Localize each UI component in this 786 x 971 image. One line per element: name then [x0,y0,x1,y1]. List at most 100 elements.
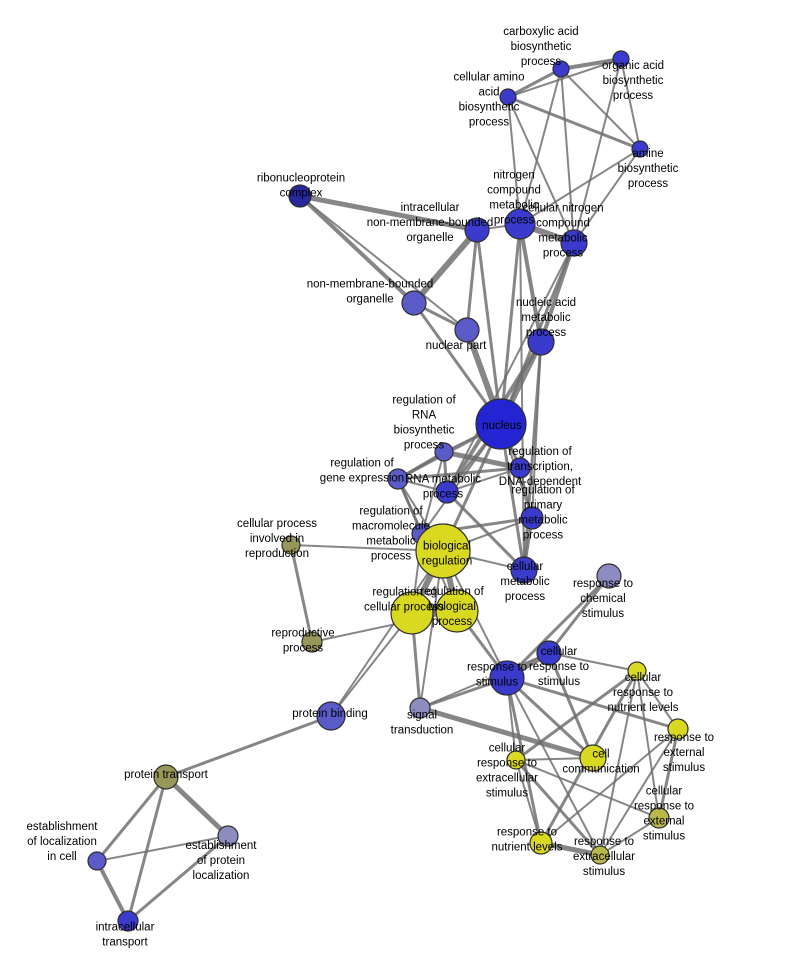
node-rext[interactable] [667,718,689,740]
edge-ptrans-elcell [95,776,168,862]
edge-crstim-crnut [548,652,638,672]
node-label-ptrans: protein transport [124,769,209,781]
node-signal[interactable] [409,697,431,719]
node-rrna[interactable] [434,442,454,462]
node-pbind[interactable] [316,701,346,731]
node-crnut[interactable] [627,661,647,681]
edge-crnut-rext [636,670,679,730]
node-nucleus[interactable] [475,398,527,450]
node-itrans[interactable] [117,910,139,932]
edge-rchem-rstim [505,574,611,680]
node-rmet[interactable] [435,480,459,504]
node-rstim[interactable] [489,660,525,696]
node-cpr[interactable] [281,535,301,555]
edge-crextra-rnut [515,759,542,844]
edge-cam-cnit [507,96,575,244]
edge-rmet-cmet [445,490,526,572]
node-nmb[interactable] [401,290,427,316]
edge-rrna-rtrans [443,449,521,471]
node-elcell[interactable] [87,851,107,871]
node-nit[interactable] [504,208,536,240]
edge-nit-nucleus [499,223,522,425]
node-crextra[interactable] [506,750,526,770]
node-amine[interactable] [631,140,649,158]
node-rextra[interactable] [590,845,610,865]
edge-rextra-crext [599,817,660,856]
node-crstim[interactable] [536,640,562,666]
edge-crnut-crextra [515,669,638,762]
edge-crnut-crext [636,670,660,819]
node-crext[interactable] [648,807,670,829]
edge-ptrans-eploc [164,775,230,838]
node-bioreg[interactable] [415,523,471,579]
edge-rstim-rextra [506,677,601,856]
edge-cam-amine [507,95,641,151]
edge-bioreg-pbind [330,550,444,717]
node-cam[interactable] [499,88,517,106]
edge-crstim-signal [419,652,550,709]
node-rnut[interactable] [529,831,553,855]
node-rchem[interactable] [596,563,622,589]
edge-rtrans-rgene [397,466,521,481]
node-rcell[interactable] [390,591,434,635]
edge-eploc-itrans [127,834,229,923]
edge-crextra-rextra [514,759,602,856]
node-reproc[interactable] [301,631,323,653]
node-npart[interactable] [454,317,480,343]
edge-pbind-ptrans [165,714,332,779]
node-cmet[interactable] [510,556,538,584]
edge-rcell-pbind [330,612,413,717]
edge-layer [95,57,680,923]
edge-crextra-crext [515,759,660,819]
node-carb[interactable] [552,60,570,78]
node-eploc[interactable] [217,825,239,847]
node-cnit[interactable] [560,229,588,257]
node-rgene[interactable] [387,468,409,490]
edge-carb-cnit [560,68,575,244]
edge-rext-rnut [540,728,679,844]
node-rtrans[interactable] [509,457,531,479]
edge-amine-cnit [573,148,641,244]
edge-org-amine [620,58,641,150]
node-ptrans[interactable] [153,764,179,790]
node-org[interactable] [612,50,630,68]
node-nam[interactable] [527,328,555,356]
edge-ribo-npart [299,195,468,331]
edge-inmb-nucleus [475,229,503,425]
node-label-nucleus: nucleus [482,420,522,432]
node-ribo[interactable] [288,184,312,208]
edge-carb-nit [519,68,562,225]
edge-amine-nit [519,148,641,225]
node-rbio[interactable] [435,589,479,633]
edge-ptrans-itrans [126,776,168,922]
edge-ribo-inmb [299,193,478,233]
edge-inmb-nmb [411,228,480,305]
node-label-pbind: protein binding [292,708,367,720]
node-ccomm[interactable] [579,744,607,772]
node-rprim[interactable] [520,506,544,530]
node-label-npart: nuclear part [426,340,488,352]
edge-rext-crext [657,728,680,819]
node-inmb[interactable] [464,217,490,243]
